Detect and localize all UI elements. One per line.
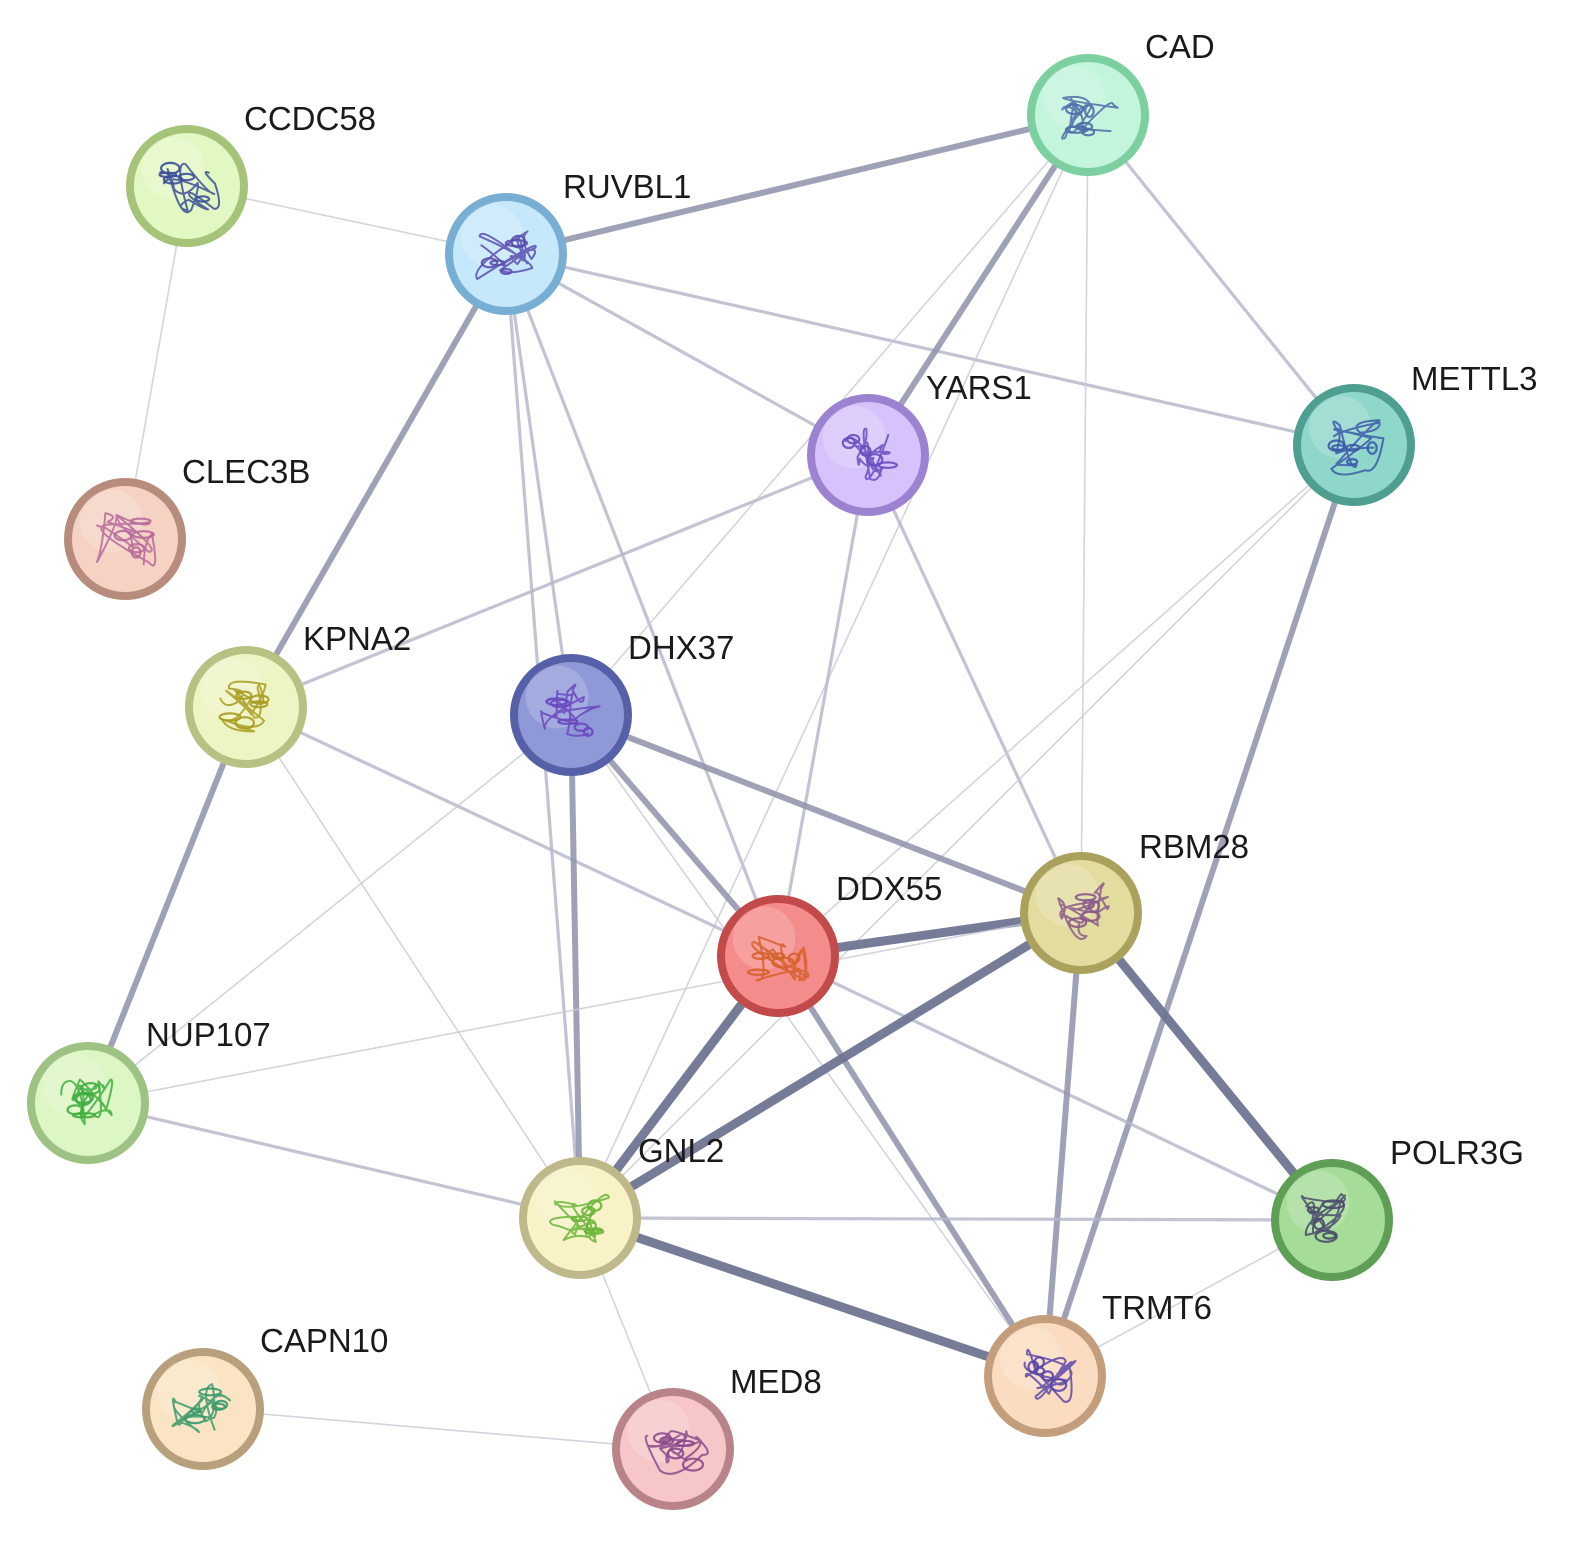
edge-kpna2-gnl2 [245,706,581,1219]
node-circle[interactable] [126,125,248,247]
edge-yars1-rbm28 [866,453,1083,915]
edge-dhx37-gnl2 [568,712,583,1221]
edge-gnl2-trmt6 [575,1213,1050,1381]
protein-structure-icon [1057,882,1110,940]
edge-ruvbl1-dhx37 [504,252,573,717]
edge-cad-rbm28 [1080,114,1089,914]
protein-structure-icon [60,1078,114,1126]
edge-mettl3-gnl2 [579,444,1355,1219]
node-label: METTL3 [1411,360,1538,397]
node-label: CAPN10 [260,1322,388,1359]
edge-rbm28-gnl2 [575,908,1086,1223]
node-label: MED8 [730,1363,822,1400]
node-label: YARS1 [926,369,1032,406]
node-label: KPNA2 [303,620,411,657]
edge-kpna2-ddx55 [244,705,780,958]
edge-yars1-kpna2 [244,453,870,709]
edge-dhx37-nup107 [87,714,572,1104]
node-label: CCDC58 [244,100,376,137]
node-rbm28[interactable]: RBM28 [1020,828,1249,974]
edges-layer [85,112,1357,1450]
protein-structure-icon [841,427,898,481]
edge-cad-mettl3 [1086,113,1356,447]
node-mettl3[interactable]: METTL3 [1293,360,1538,506]
node-highlight [627,1399,691,1463]
edge-mettl3-ddx55 [777,444,1355,957]
protein-structure-icon [158,161,221,214]
node-circle[interactable] [1020,852,1142,974]
edge-ruvbl1-yars1 [504,252,870,457]
edge-ruvbl1-cad [503,112,1091,257]
node-label: DDX55 [836,870,942,907]
protein-structure-icon [171,1383,232,1434]
node-highlight [460,204,524,268]
edge-dhx37-rbm28 [568,712,1084,916]
node-label: CLEC3B [182,453,310,490]
node-med8[interactable]: MED8 [612,1363,822,1510]
node-label: POLR3G [1390,1134,1524,1171]
edge-rbm28-polr3g [1076,908,1337,1225]
edge-ddx55-polr3g [776,954,1334,1222]
edge-rbm28-nup107 [87,912,1082,1104]
node-cad[interactable]: CAD [1027,28,1215,176]
edge-cad-gnl2 [579,114,1089,1219]
node-ruvbl1[interactable]: RUVBL1 [445,168,691,315]
node-label: GNL2 [638,1132,724,1169]
node-yars1[interactable]: YARS1 [807,369,1032,516]
node-label: NUP107 [146,1016,271,1053]
node-nup107[interactable]: NUP107 [27,1016,271,1164]
edge-ruvbl1-kpna2 [243,251,509,710]
node-circle[interactable] [1027,54,1149,176]
protein-structure-icon [475,230,537,280]
protein-structure-icon [746,936,810,982]
edge-ruvbl1-mettl3 [504,252,1356,447]
edge-gnl2-polr3g [578,1216,1334,1222]
node-label: RUVBL1 [563,168,691,205]
edge-ddx55-trmt6 [775,953,1048,1379]
protein-structure-icon [540,683,601,738]
edge-yars1-ddx55 [776,453,870,958]
node-clec3b[interactable]: CLEC3B [64,453,310,600]
edge-nup107-gnl2 [86,1101,582,1220]
node-label: RBM28 [1139,828,1249,865]
node-capn10[interactable]: CAPN10 [142,1322,388,1470]
protein-structure-icon [218,680,270,733]
node-circle[interactable] [64,478,186,600]
edge-rbm28-trmt6 [1042,910,1084,1379]
protein-structure-icon [96,512,157,567]
protein-structure-icon [1023,1349,1077,1403]
protein-structure-icon [549,1193,610,1243]
node-ddx55[interactable]: DDX55 [717,870,942,1017]
edge-capn10-med8 [202,1408,674,1450]
node-dhx37[interactable]: DHX37 [510,629,734,776]
node-kpna2[interactable]: KPNA2 [185,620,411,768]
node-gnl2[interactable]: GNL2 [519,1132,724,1279]
node-highlight [822,405,886,469]
node-ccdc58[interactable]: CCDC58 [126,100,376,247]
edge-ruvbl1-ddx55 [504,252,780,958]
protein-structure-icon [1300,1193,1347,1243]
edge-dhx37-trmt6 [570,714,1046,1377]
node-trmt6[interactable]: TRMT6 [984,1289,1212,1437]
node-label: CAD [1145,28,1215,65]
node-polr3g[interactable]: POLR3G [1271,1134,1524,1281]
node-label: TRMT6 [1102,1289,1212,1326]
node-label: DHX37 [628,629,734,666]
edge-kpna2-nup107 [85,704,249,1106]
protein-structure-icon [644,1430,709,1475]
protein-structure-icon [1327,419,1385,476]
edge-cad-yars1 [865,112,1091,458]
protein-structure-icon [1061,95,1119,140]
node-circle[interactable] [445,193,567,315]
node-highlight [1286,1170,1350,1234]
